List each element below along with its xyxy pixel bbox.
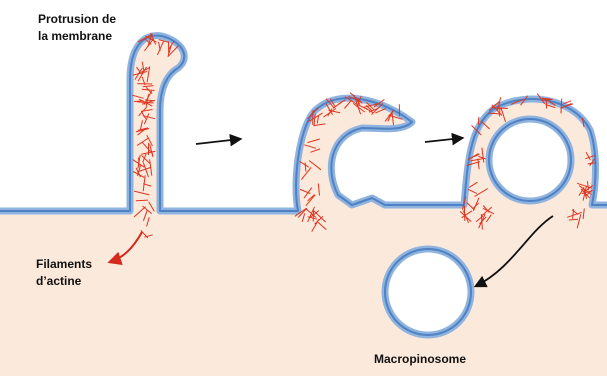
label-filaments-line1: Filaments: [36, 257, 92, 271]
arrow-step-2: [425, 138, 462, 142]
label-filaments-line2: d’actine: [36, 274, 82, 288]
actin-filament: [305, 163, 306, 172]
cell-membrane: [0, 36, 607, 376]
actin-filament: [561, 99, 562, 114]
macropinosome-vesicle: [385, 249, 471, 335]
actin-filament: [136, 200, 148, 201]
cytoplasm: [0, 36, 607, 376]
label-protrusion-line1: Protrusion de: [38, 12, 116, 26]
arrow-step-1: [196, 139, 240, 144]
forming-vesicle: [489, 119, 571, 201]
label-macropinosome: Macropinosome: [374, 352, 466, 366]
label-protrusion-line2: la membrane: [38, 29, 112, 43]
actin-filament: [541, 99, 552, 100]
actin-filament: [569, 219, 578, 220]
